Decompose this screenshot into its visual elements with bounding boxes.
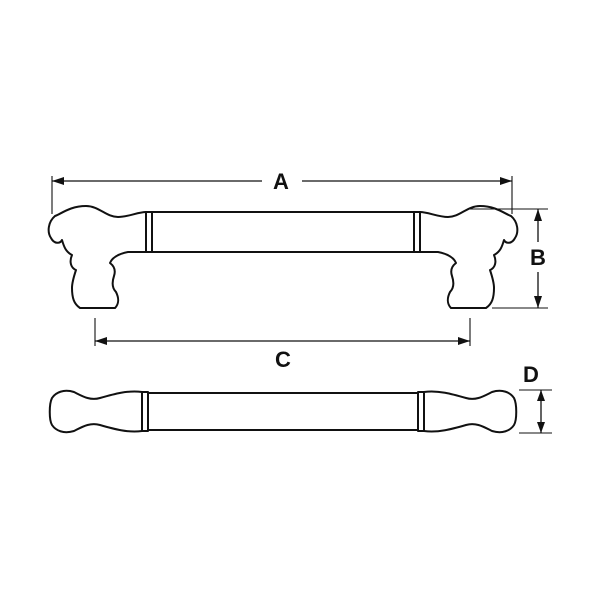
side-left-knob	[48, 389, 143, 434]
front-view	[47, 205, 519, 309]
side-view	[48, 389, 518, 434]
dimension-d-label: D	[523, 362, 539, 387]
side-right-knob	[423, 389, 518, 434]
dimension-c: C	[94, 318, 471, 372]
dimension-b-arrow-bottom	[534, 296, 542, 308]
dimension-d-arrow-top	[537, 390, 545, 401]
dimension-a-arrow-right	[500, 177, 512, 185]
dimension-b-label: B	[530, 245, 546, 270]
side-bar	[147, 392, 419, 431]
dimension-d-arrow-bottom	[537, 422, 545, 433]
front-right-post	[419, 205, 519, 309]
front-left-post	[47, 205, 147, 309]
dimension-a-label: A	[273, 169, 289, 194]
dimension-a: A	[51, 169, 513, 214]
dimension-b: B	[470, 208, 548, 309]
dimension-c-arrow-left	[95, 337, 107, 345]
front-bar	[145, 211, 421, 253]
dimension-d: D	[519, 362, 552, 434]
dimension-a-arrow-left	[52, 177, 64, 185]
dimension-b-arrow-top	[534, 209, 542, 221]
dimension-c-label: C	[275, 347, 291, 372]
dimension-c-arrow-right	[458, 337, 470, 345]
